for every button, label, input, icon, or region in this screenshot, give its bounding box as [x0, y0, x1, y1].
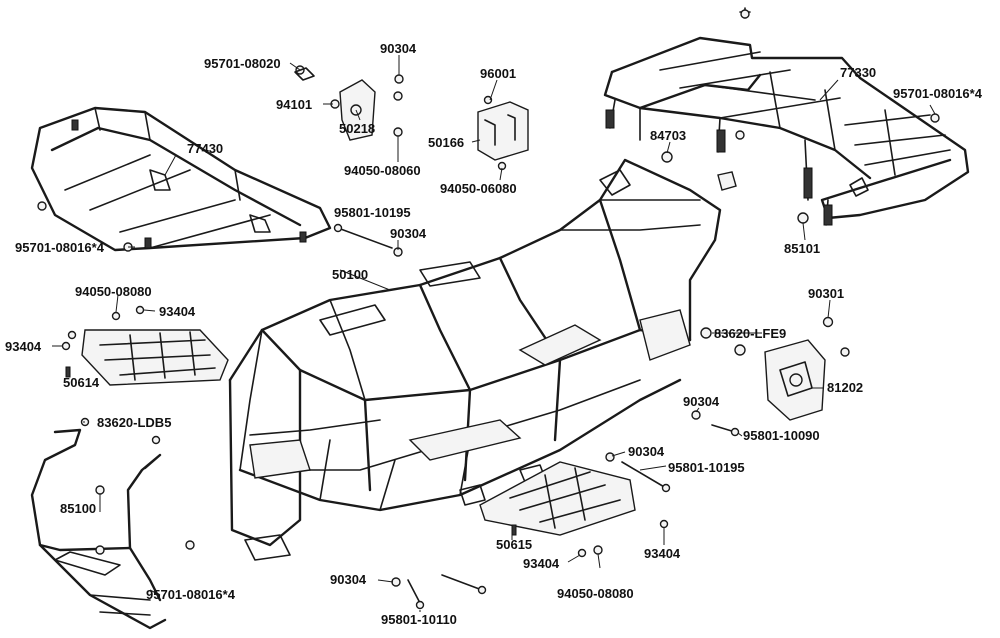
- plate-81202: [700, 316, 850, 421]
- label-95701-08016x4: 95701-08016*4: [893, 86, 983, 101]
- label-90301: 90301: [808, 286, 844, 301]
- loose-hardware: [151, 151, 809, 445]
- bracket-50166: [477, 95, 529, 171]
- label-93404: 93404: [159, 304, 196, 319]
- label-96001: 96001: [480, 66, 516, 81]
- label-90304: 90304: [390, 226, 427, 241]
- label-83620-lfe9: 83620-LFE9: [714, 326, 786, 341]
- rear-rack-77330: [603, 7, 970, 226]
- leader-lines: [52, 55, 936, 612]
- label-94101: 94101: [276, 97, 312, 112]
- label-77330: 77330: [840, 65, 876, 80]
- label-93404: 93404: [523, 556, 560, 571]
- label-94050-08060: 94050-08060: [344, 163, 421, 178]
- label-90304: 90304: [683, 394, 720, 409]
- label-84703: 84703: [650, 128, 686, 143]
- label-90304: 90304: [330, 572, 367, 587]
- front-bumper-85100: [30, 417, 195, 630]
- main-frame-50100: [228, 158, 722, 561]
- label-50615: 50615: [496, 537, 532, 552]
- label-90304: 90304: [628, 444, 665, 459]
- label-94050-08080: 94050-08080: [557, 586, 634, 601]
- label-94050-06080: 94050-06080: [440, 181, 517, 196]
- label-95701-08016x4: 95701-08016*4: [146, 587, 236, 602]
- label-85100: 85100: [60, 501, 96, 516]
- footrest-50614: [61, 305, 229, 386]
- label-83620-ldb5: 83620-LDB5: [97, 415, 171, 430]
- label-93404: 93404: [644, 546, 681, 561]
- label-81202: 81202: [827, 380, 863, 395]
- label-85101: 85101: [784, 241, 820, 256]
- part-labels: 95701-08020 90304 96001 77330 95701-0801…: [5, 41, 983, 627]
- label-50218: 50218: [339, 121, 375, 136]
- label-95701-08020: 95701-08020: [204, 56, 281, 71]
- label-90304: 90304: [380, 41, 417, 56]
- front-rack-77430: [30, 106, 332, 252]
- long-bolts: [333, 223, 740, 610]
- label-50100: 50100: [332, 267, 368, 282]
- label-95801-10195: 95801-10195: [668, 460, 745, 475]
- bracket-50218: [294, 65, 404, 141]
- label-95801-10110: 95801-10110: [381, 612, 457, 627]
- label-50166: 50166: [428, 135, 464, 150]
- label-95801-10195: 95801-10195: [334, 205, 411, 220]
- label-95701-08016x4: 95701-08016*4: [15, 240, 105, 255]
- label-77430: 77430: [187, 141, 223, 156]
- label-93404: 93404: [5, 339, 42, 354]
- label-95801-10090: 95801-10090: [743, 428, 820, 443]
- footrest-50615: [479, 461, 669, 558]
- label-94050-08080: 94050-08080: [75, 284, 152, 299]
- label-50614: 50614: [63, 375, 100, 390]
